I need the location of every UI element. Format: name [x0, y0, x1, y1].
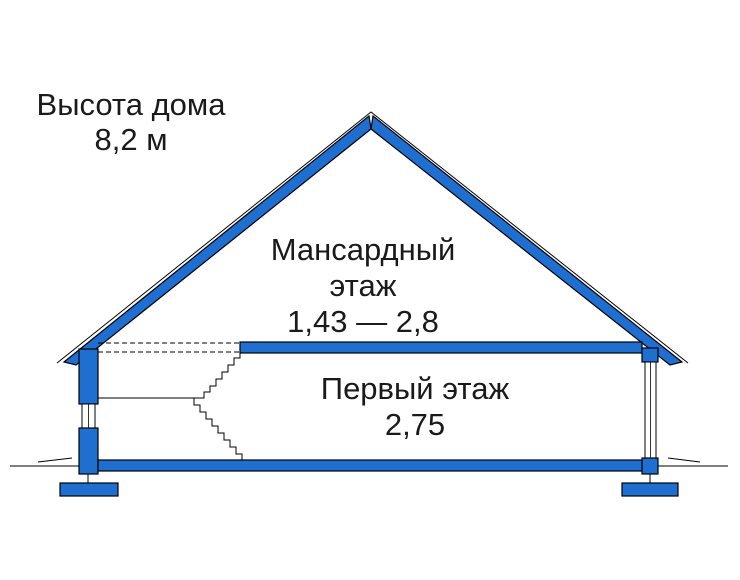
left-wall-upper: [78, 348, 99, 405]
ground-slope-left: [37, 457, 73, 463]
first-floor-name: Первый этаж: [320, 371, 510, 406]
ground-floor-slab: [97, 459, 643, 472]
attic-floor-slab: [239, 341, 643, 354]
roof-eaves-outline: [56, 111, 689, 364]
ground-slope-right: [667, 457, 701, 463]
roof-slope-right: [370, 114, 684, 366]
foundation-right: [621, 482, 679, 497]
house-height-label: Высота дома: [36, 87, 226, 122]
right-wall-base: [641, 457, 659, 475]
attic-floor-height: 1,43 — 2,8: [287, 304, 439, 339]
attic-floor-name-line1: Мансардный: [270, 232, 456, 267]
left-wall-lower: [78, 427, 99, 475]
first-floor-height: 2,75: [384, 407, 446, 442]
house-height-value: 8,2 м: [94, 122, 168, 157]
staircase-upper-flight: [188, 353, 241, 399]
staircase-lower-flight: [188, 397, 262, 461]
attic-floor-name-line2: этаж: [329, 268, 397, 303]
right-wall-top: [641, 347, 659, 363]
foundation-left: [59, 482, 119, 497]
